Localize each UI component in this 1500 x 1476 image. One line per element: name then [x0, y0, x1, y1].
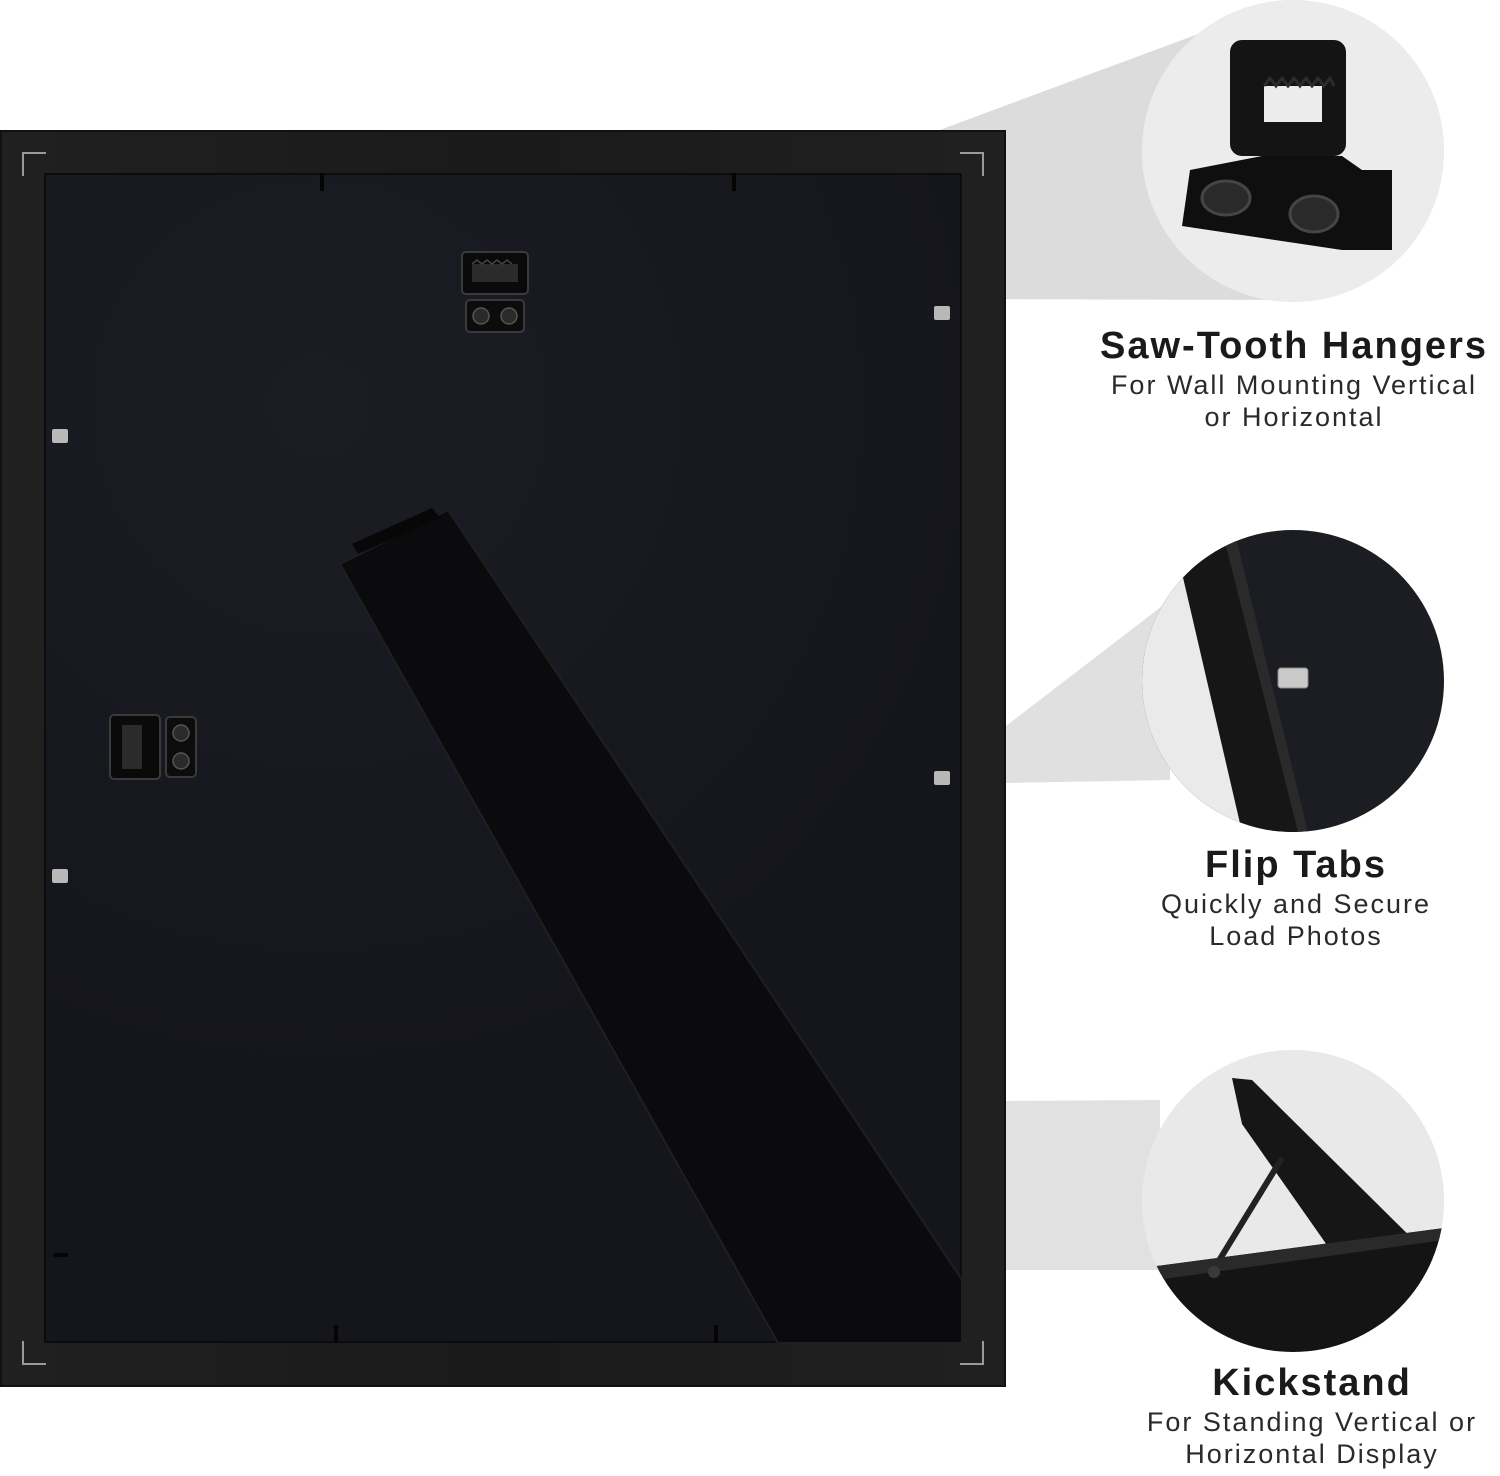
kickstand-icon — [1142, 1050, 1444, 1352]
zoom-circle-flip-tabs — [1142, 530, 1444, 832]
notch — [54, 1253, 68, 1257]
corner-guide — [22, 152, 46, 176]
zoom-circle-hangers — [1142, 0, 1444, 302]
flip-tab-icon — [1142, 530, 1444, 832]
saw-tooth-hanger-top — [461, 251, 529, 333]
callout-desc-line: Quickly and Secure — [1160, 889, 1432, 919]
corner-guide — [22, 1341, 46, 1365]
callout-title: Saw-Tooth Hangers — [1100, 325, 1488, 367]
notch — [732, 173, 736, 191]
callout-desc-line: Load Photos — [1209, 921, 1383, 951]
callout-flip-tabs: Flip Tabs Quickly and Secure Load Photos — [1066, 842, 1500, 952]
corner-guide — [960, 152, 984, 176]
notch — [320, 173, 324, 191]
callout-title: Flip Tabs — [1205, 844, 1387, 886]
callout-title: Kickstand — [1212, 1362, 1412, 1404]
callout-kickstand: Kickstand For Standing Vertical or Horiz… — [1082, 1360, 1500, 1470]
callout-desc-line: or Horizontal — [1204, 402, 1384, 432]
callout-desc-line: For Standing Vertical or — [1146, 1407, 1478, 1437]
saw-tooth-hanger-icon — [1142, 0, 1444, 302]
notch — [334, 1325, 338, 1343]
callout-desc-line: Horizontal Display — [1185, 1439, 1439, 1469]
zoom-circle-kickstand — [1142, 1050, 1444, 1352]
flip-tab[interactable] — [52, 869, 68, 883]
picture-frame-back — [0, 130, 1006, 1387]
flip-tab[interactable] — [52, 429, 68, 443]
flip-tab[interactable] — [934, 771, 950, 785]
callout-hangers: Saw-Tooth Hangers For Wall Mounting Vert… — [1064, 323, 1500, 433]
flip-tab[interactable] — [934, 306, 950, 320]
callout-desc-line: For Wall Mounting Vertical — [1110, 370, 1478, 400]
notch — [714, 1325, 718, 1343]
corner-guide — [960, 1341, 984, 1365]
saw-tooth-hanger-side — [109, 714, 197, 780]
